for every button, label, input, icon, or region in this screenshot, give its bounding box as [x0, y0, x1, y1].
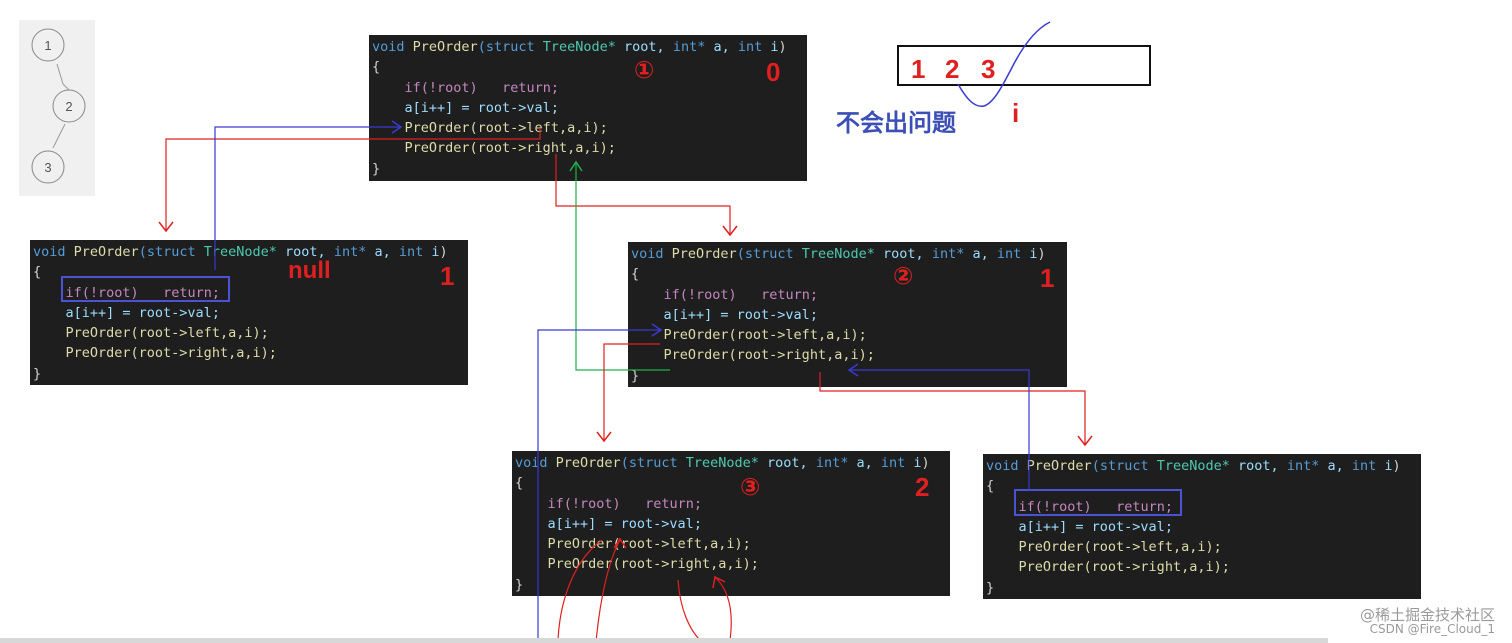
call-arrow-main-to-node2: [555, 154, 731, 234]
arrowhead-node2-to-main: [569, 160, 583, 172]
recursive-curve-4: [715, 577, 732, 641]
circled-label-node-3: ③: [740, 473, 761, 501]
code-signature: void PreOrder(struct TreeNode* root, int…: [372, 39, 787, 55]
code-open-brace: {: [372, 59, 381, 76]
i-value-node-2: 1: [1040, 263, 1055, 293]
code-close-brace: }: [631, 367, 640, 384]
code-line-assign: a[i++] = root->val;: [65, 304, 220, 321]
code-close-brace: }: [33, 365, 42, 382]
output-value-2: 2: [945, 54, 960, 84]
call-arrow-node2-to-right: [819, 372, 1086, 444]
recursive-curve-3: [677, 579, 701, 641]
code-line-left: PreOrder(root->left,a,i);: [663, 327, 867, 344]
return-arrow-node2-to-main: [575, 162, 670, 371]
i-value-node-3: 2: [915, 472, 930, 502]
recursive-arrowhead-1: [613, 537, 627, 549]
code-line-right: PreOrder(root->right,a,i);: [404, 140, 616, 157]
code-line-if: if(!root) return;: [1018, 498, 1173, 515]
code-signature: void PreOrder(struct TreeNode* root, int…: [33, 244, 448, 260]
circled-label-node-2: ②: [893, 262, 914, 290]
code-line-if: if(!root) return;: [663, 286, 818, 303]
tree-node-3-label: 3: [44, 160, 51, 175]
code-line-if: if(!root) return;: [547, 495, 702, 512]
bottom-bar: [0, 638, 1328, 643]
code-line-assign: a[i++] = root->val;: [663, 306, 818, 323]
tree-node-2-label: 2: [65, 99, 72, 114]
code-line-right: PreOrder(root->right,a,i);: [1018, 559, 1230, 576]
highlight-box-right-null: [1014, 489, 1182, 516]
code-line-right: PreOrder(root->right,a,i);: [663, 347, 875, 364]
note-text: 不会出问题: [836, 109, 956, 137]
code-open-brace: {: [986, 478, 995, 495]
code-line-right: PreOrder(root->right,a,i);: [547, 556, 759, 573]
code-close-brace: }: [986, 579, 995, 596]
code-open-brace: {: [515, 475, 524, 492]
code-close-brace: }: [515, 576, 524, 593]
code-open-brace: {: [33, 264, 42, 281]
code-open-brace: {: [631, 266, 640, 283]
code-signature: void PreOrder(struct TreeNode* root, int…: [986, 458, 1401, 474]
watermark-line-1: @稀土掘金技术社区: [1359, 606, 1495, 624]
arrowhead-node3-to-node2: [651, 323, 663, 337]
code-line-assign: a[i++] = root->val;: [1018, 518, 1173, 535]
code-block-left-null: void PreOrder(struct TreeNode* root, int…: [30, 240, 468, 385]
return-arrow-right-to-node2: [850, 369, 1030, 490]
output-value-3: 3: [981, 54, 996, 84]
code-line-left: PreOrder(root->left,a,i);: [65, 325, 269, 342]
null-label: null: [288, 257, 331, 284]
code-close-brace: }: [372, 160, 381, 177]
code-signature: void PreOrder(struct TreeNode* root, int…: [515, 455, 930, 471]
index-label: i: [1012, 98, 1020, 128]
arrowhead-left-to-main: [391, 120, 403, 134]
tree-diagram: 1 2 3: [31, 28, 86, 184]
code-line-assign: a[i++] = root->val;: [404, 99, 559, 116]
tree-node-2: [52, 89, 86, 123]
check-mark-stroke: [957, 21, 1051, 107]
code-line-left: PreOrder(root->left,a,i);: [547, 536, 751, 553]
watermark-line-2: CSDN @Fire_Cloud_1: [1369, 622, 1495, 636]
call-arrow-node2-to-node3: [603, 343, 660, 440]
code-line-left: PreOrder(root->left,a,i);: [404, 120, 608, 137]
arrowhead-main-to-node2: [722, 225, 738, 237]
i-value-left-null: 1: [440, 261, 455, 291]
code-line-right: PreOrder(root->right,a,i);: [65, 345, 277, 362]
code-line-assign: a[i++] = root->val;: [547, 515, 702, 532]
code-block-node-2: void PreOrder(struct TreeNode* root, int…: [628, 242, 1067, 387]
tree-panel: 1 2 3: [19, 20, 95, 196]
code-block-node-3: void PreOrder(struct TreeNode* root, int…: [512, 451, 950, 596]
code-block-main: void PreOrder(struct TreeNode* root, int…: [369, 35, 807, 181]
arrowhead-node2-to-node3: [596, 431, 612, 443]
i-value-main: 0: [766, 57, 781, 87]
call-arrow-main-to-left: [165, 128, 541, 230]
output-value-1: 1: [911, 54, 926, 84]
code-block-right-null: void PreOrder(struct TreeNode* root, int…: [983, 454, 1421, 599]
arrowhead-right-to-node2: [847, 363, 859, 377]
tree-node-1: [31, 28, 65, 62]
recursive-arrowhead-2: [712, 575, 726, 589]
tree-node-3: [31, 150, 65, 184]
highlight-box-left-null: [61, 276, 230, 302]
code-line-left: PreOrder(root->left,a,i);: [1018, 539, 1222, 556]
tree-node-1-label: 1: [44, 38, 51, 53]
arrowhead-node2-to-right: [1077, 435, 1093, 447]
arrowhead-main-to-left: [158, 221, 174, 233]
return-arrow-left-to-main: [214, 126, 400, 270]
recursive-curve-2: [595, 539, 621, 643]
code-line-if: if(!root) return;: [65, 284, 220, 301]
circled-label-main: ①: [634, 56, 655, 84]
code-signature: void PreOrder(struct TreeNode* root, int…: [631, 246, 1046, 262]
code-line-if: if(!root) return;: [404, 79, 559, 96]
return-arrow-node3-to-node2: [537, 329, 660, 640]
recursive-curve-1: [557, 539, 603, 641]
